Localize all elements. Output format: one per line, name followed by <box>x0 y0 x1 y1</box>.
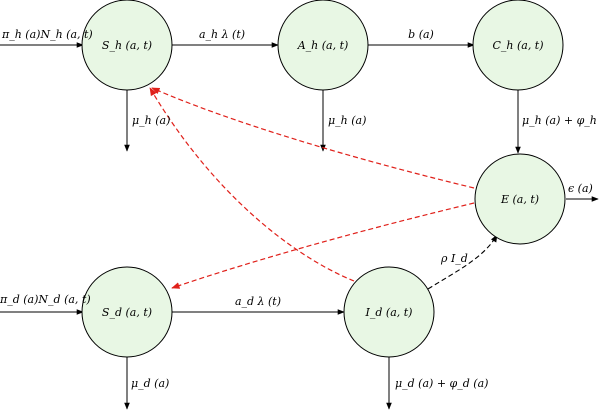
label-ah-to-ch: b (a) <box>408 28 434 41</box>
node-e <box>474 153 566 245</box>
label-death-ch: μ_h (a) + φ_h (a) <box>522 114 600 127</box>
node-sd <box>81 266 173 358</box>
edge-e-to-sh <box>151 87 475 189</box>
node-ah <box>277 0 369 91</box>
label-inflow-h: π_h (a)N_h (a, t) <box>1 28 93 41</box>
node-sh-label: S_h (a, t) <box>102 39 152 52</box>
label-sd-to-id: a_d λ (t) <box>235 295 281 308</box>
edge-id-to-e <box>427 234 498 290</box>
edge-e-to-sd <box>171 202 475 289</box>
label-death-sh: μ_h (a) <box>132 114 170 127</box>
label-death-ah: μ_h (a) <box>328 114 366 127</box>
node-ah-label: A_h (a, t) <box>297 39 349 52</box>
node-id-label: I_d (a, t) <box>365 306 413 319</box>
label-id-to-e: ρ I_d <box>440 252 468 265</box>
label-sh-to-ah: a_h λ (t) <box>199 28 245 41</box>
node-ch <box>472 0 564 91</box>
label-inflow-d: π_d (a)N_d (a, t) <box>0 293 91 306</box>
node-sh <box>81 0 173 91</box>
node-id <box>343 266 435 358</box>
node-ch-label: C_h (a, t) <box>492 39 543 52</box>
node-sd-label: S_d (a, t) <box>102 306 152 319</box>
label-decay-e: ϵ (a) <box>568 182 593 195</box>
node-e-label: E (a, t) <box>500 193 539 206</box>
label-death-sd: μ_d (a) <box>131 377 169 390</box>
edge-id-to-sh <box>149 87 355 282</box>
label-death-id: μ_d (a) + φ_d (a) <box>395 377 488 390</box>
